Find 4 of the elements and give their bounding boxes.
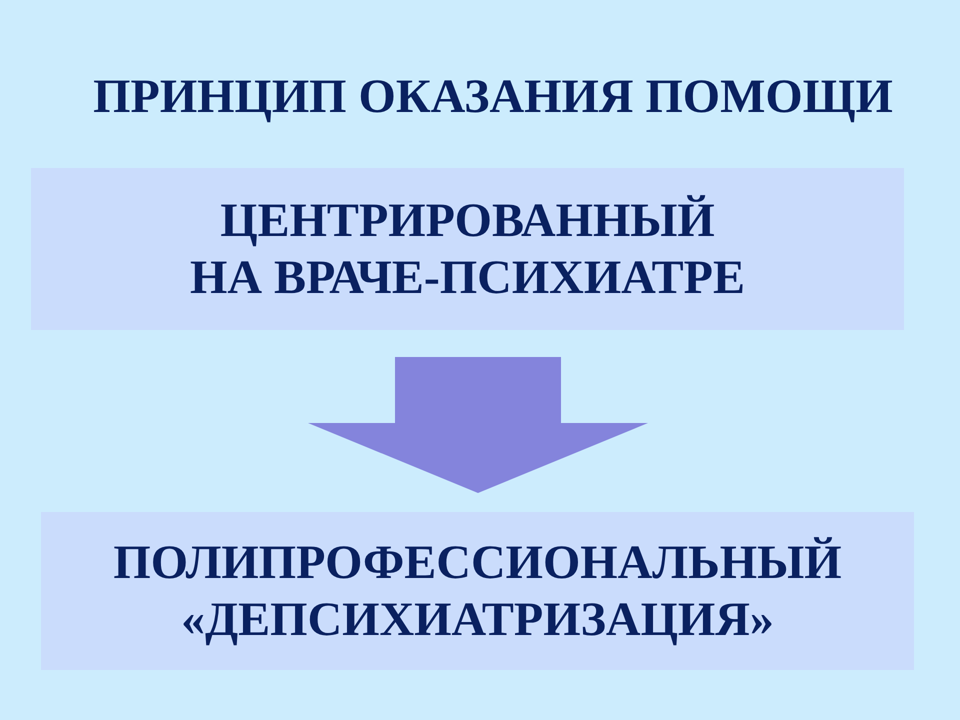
title: ПРИНЦИП ОКАЗАНИЯ ПОМОЩИ (92, 70, 894, 124)
block-arrow (308, 357, 648, 493)
box-text: ПОЛИПРОФЕССИОНАЛЬНЫЙ «ДЕПСИХИАТРИЗАЦИЯ» (113, 535, 842, 648)
box-text: ЦЕНТРИРОВАННЫЙ НА ВРАЧЕ-ПСИХИАТРЕ (190, 193, 745, 306)
